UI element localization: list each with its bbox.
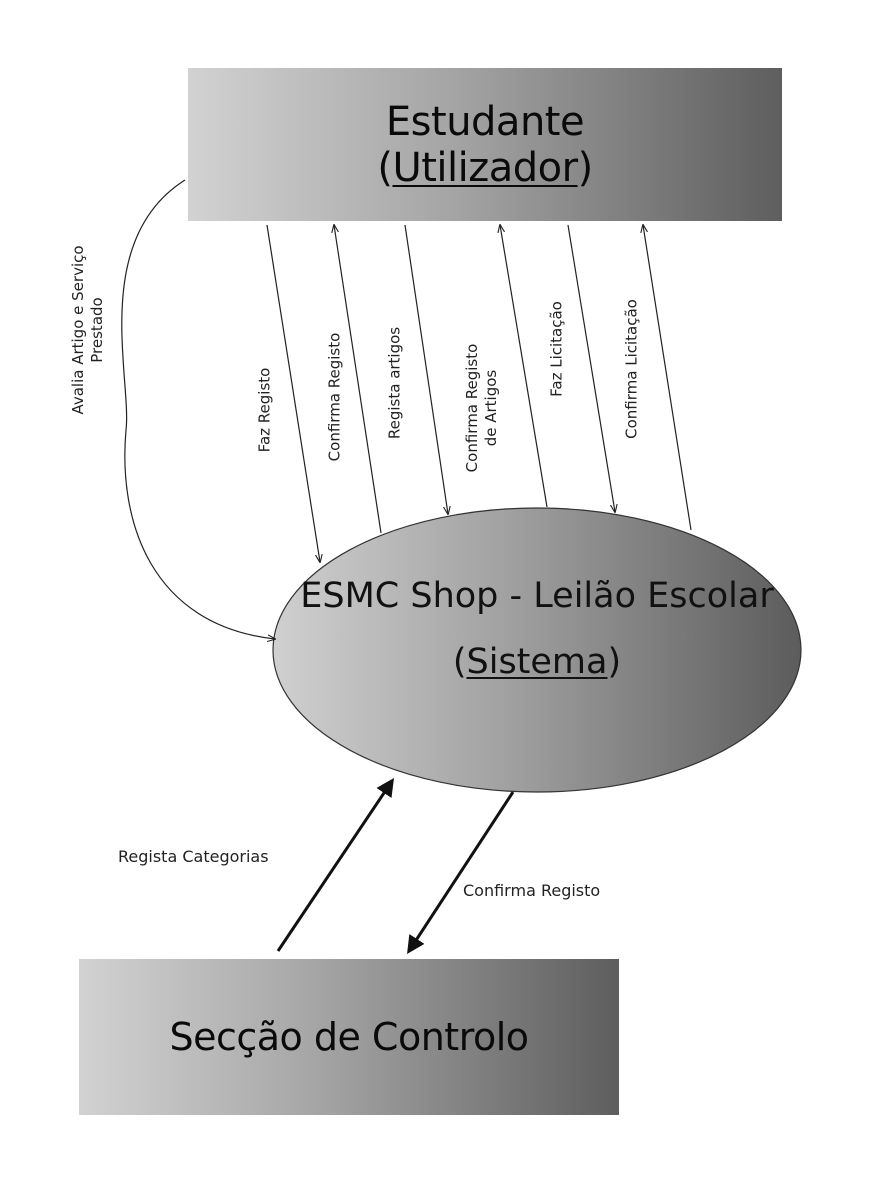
flow-confirm-items-line2: de Artigos <box>482 369 500 447</box>
flow-register-arrow <box>266 224 320 562</box>
flow-evaluate-line2: Prestado <box>88 297 106 363</box>
paren-close: ) <box>607 642 622 682</box>
flow-register-label: Faz Registo <box>255 367 274 453</box>
system-title: ESMC Shop - Leilão Escolar <box>300 576 774 616</box>
flow-bid-arrow <box>567 224 615 512</box>
flow-confirm-bid-label: Confirma Licitação <box>622 299 641 439</box>
flow-register-categories-arrow <box>276 778 395 952</box>
student-subtitle: Utilizador <box>392 144 578 191</box>
flow-confirm-register-control-label: Confirma Registo <box>463 881 601 900</box>
student-subtitle-line: (Utilizador) <box>377 144 594 191</box>
student-entity-box: Estudante (Utilizador) <box>188 68 782 221</box>
system-subtitle-line: (Sistema) <box>272 640 802 684</box>
flow-confirm-register-arrow <box>334 225 382 534</box>
flow-confirm-items-label: Confirma Registo de Artigos <box>463 344 501 473</box>
flow-register-categories-label: Regista Categorias <box>118 847 269 866</box>
flow-bid-label: Faz Licitação <box>547 301 566 397</box>
flow-confirm-bid-arrow <box>643 225 692 531</box>
flow-confirm-items-arrow <box>500 225 548 508</box>
flow-evaluate-line1: Avalia Artigo e Serviço <box>69 245 87 415</box>
flow-evaluate-arrow <box>121 179 275 639</box>
system-label: ESMC Shop - Leilão Escolar (Sistema) <box>272 574 802 684</box>
flow-confirm-register-control-arrow <box>407 791 515 955</box>
flow-register-items-arrow <box>404 224 448 514</box>
flow-evaluate-label: Avalia Artigo e Serviço Prestado <box>69 245 107 414</box>
control-entity-box: Secção de Controlo <box>79 959 619 1115</box>
flow-register-items-label: Regista artigos <box>385 326 404 440</box>
flow-confirm-register-label: Confirma Registo <box>325 332 344 462</box>
system-ellipse <box>272 507 802 793</box>
paren-close: ) <box>577 144 594 191</box>
flow-confirm-items-line1: Confirma Registo <box>463 343 481 473</box>
control-title: Secção de Controlo <box>169 1015 529 1059</box>
system-subtitle: Sistema <box>466 642 608 682</box>
student-title: Estudante <box>385 98 585 145</box>
paren-open: ( <box>452 642 467 682</box>
paren-open: ( <box>377 144 393 191</box>
